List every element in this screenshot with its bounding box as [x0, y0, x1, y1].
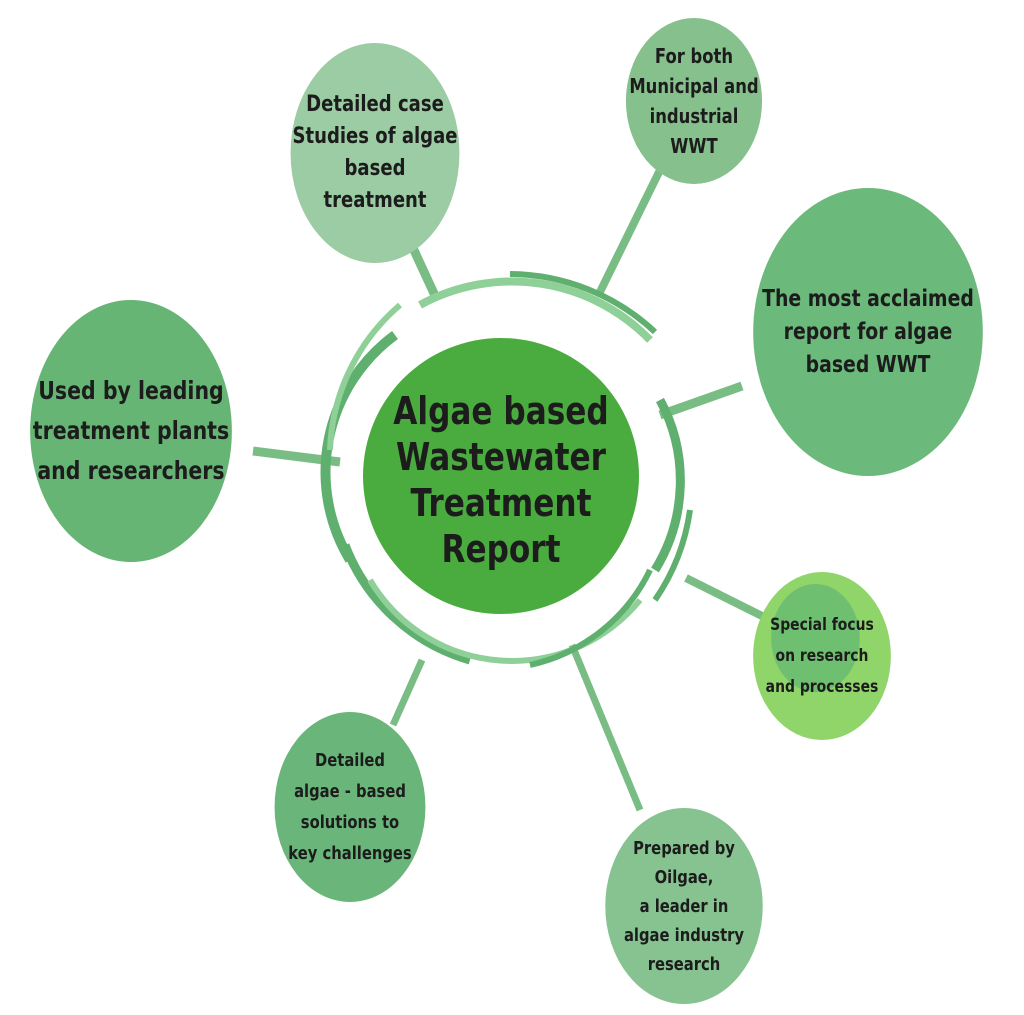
connector-acclaimed: [658, 381, 744, 420]
node-case-studies: Detailed case Studies of algae based tre…: [290, 43, 460, 263]
node-solutions: Detailed algae - based solutions to key …: [274, 712, 426, 902]
node-oilgae: Prepared by Oilgae, a leader in algae in…: [605, 808, 763, 1004]
connector-solutions: [389, 658, 426, 727]
node-solutions-label: Detailed algae - based solutions to key …: [288, 750, 412, 864]
ring-arc-bottom: [367, 578, 643, 664]
ring-arc-left-outer: [327, 302, 402, 451]
center-circle: [363, 338, 639, 614]
connector-municipal: [594, 168, 664, 298]
ring-arc-bottom-right: [529, 568, 653, 668]
node-case-studies-label: Detailed case Studies of algae based tre…: [292, 92, 458, 213]
node-special-focus: Special focus on research and processes: [753, 572, 891, 740]
node-leading-label: Used by leading treatment plants and res…: [32, 376, 230, 485]
ring-arc-bottom-left: [340, 543, 472, 665]
ring-arc-right-outer: [652, 509, 693, 602]
special-focus-inner-disc: [771, 584, 860, 692]
node-acclaimed: The most acclaimed report for algae base…: [753, 188, 983, 476]
connector-case-studies: [408, 246, 442, 302]
ring-arc-right: [651, 397, 685, 573]
node-leading: Used by leading treatment plants and res…: [30, 300, 232, 562]
connector-oilgae: [568, 643, 644, 812]
connector-special-focus: [684, 574, 772, 624]
node-oilgae-label: Prepared by Oilgae, a leader in algae in…: [623, 837, 745, 975]
node-municipal: For both Municipal and industrial WWT: [625, 18, 763, 184]
node-acclaimed-label: The most acclaimed report for algae base…: [762, 285, 974, 378]
center-title: Algae based Wastewater Treatment Report: [393, 389, 609, 571]
node-special-focus-label: Special focus on research and processes: [765, 614, 879, 697]
ring-arc-outer-top: [418, 277, 653, 343]
node-municipal-label: For both Municipal and industrial WWT: [629, 44, 759, 158]
ring-arc-top-right: [509, 271, 658, 335]
